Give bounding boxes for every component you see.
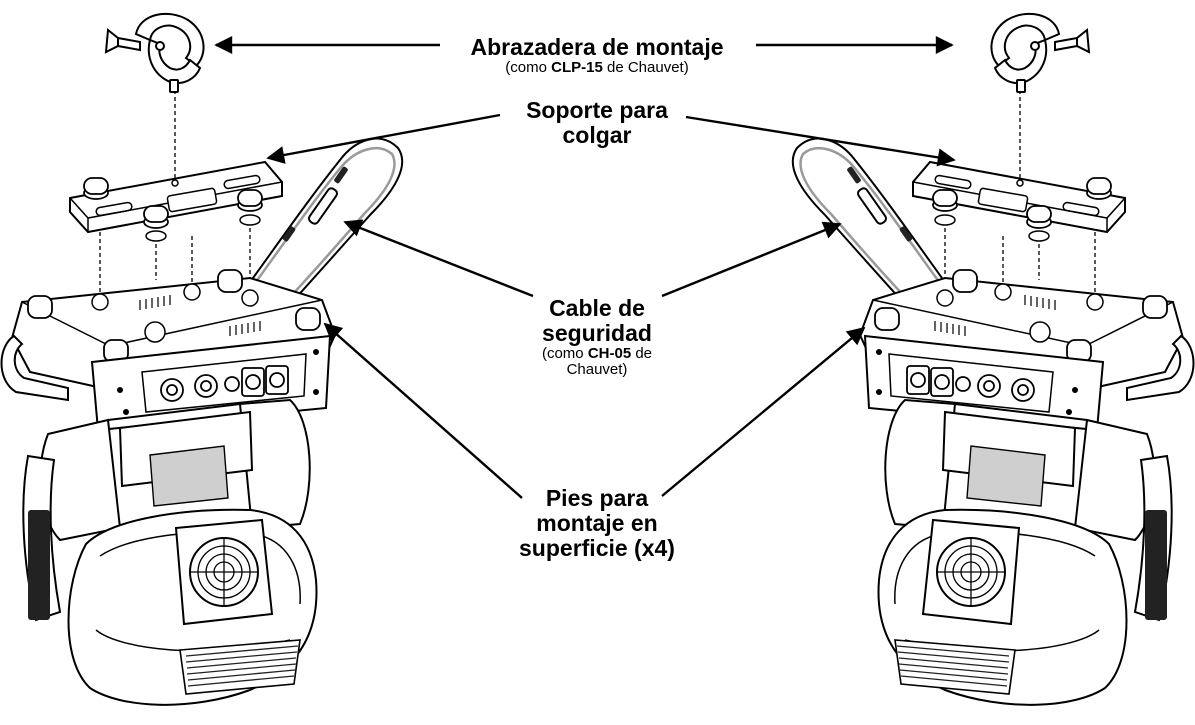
fixture-left <box>0 12 404 707</box>
arrow-cable-left <box>343 219 534 298</box>
cable-note-model: CH-05 <box>587 344 632 362</box>
cable-note-prefix: (como <box>541 344 588 362</box>
arrow-cable-right <box>661 221 842 298</box>
clamp-note-suffix: de Chauvet) <box>602 58 689 76</box>
label-mounting-clamp: Abrazadera de montaje (como CLP-15 de Ch… <box>397 35 797 76</box>
feet-line-1: Pies para <box>545 485 649 511</box>
clamp-note-model: CLP-15 <box>551 58 603 76</box>
fixture-right <box>791 12 1195 707</box>
clamp-note-prefix: (como <box>505 58 552 76</box>
cable-note: (como CH-05 de <box>477 344 717 362</box>
clamp-note: (como CLP-15 de Chauvet) <box>397 58 797 76</box>
arrow-feet-left <box>323 322 523 499</box>
label-surface-feet: Pies para montaje en superficie (x4) <box>457 486 737 560</box>
feet-line-2: montaje en <box>536 509 658 536</box>
clamp-title: Abrazadera de montaje <box>470 34 724 60</box>
cable-line-2: seguridad <box>542 319 652 346</box>
label-hanging-bracket: Soporte para colgar <box>477 98 717 148</box>
cable-note-suffix: de <box>631 344 653 362</box>
arrow-bracket-left <box>266 113 501 164</box>
bracket-line-1: Soporte para <box>526 97 668 123</box>
arrow-feet-right <box>661 326 866 497</box>
arrow-bracket-right <box>685 115 956 167</box>
cable-note-line-2: Chauvet) <box>566 360 628 378</box>
feet-line-3: superficie (x4) <box>519 534 675 561</box>
cable-line-1: Cable de <box>549 295 645 321</box>
bracket-line-2: colgar <box>562 121 632 148</box>
label-safety-cable: Cable de seguridad (como CH-05 de Chauve… <box>477 296 717 378</box>
